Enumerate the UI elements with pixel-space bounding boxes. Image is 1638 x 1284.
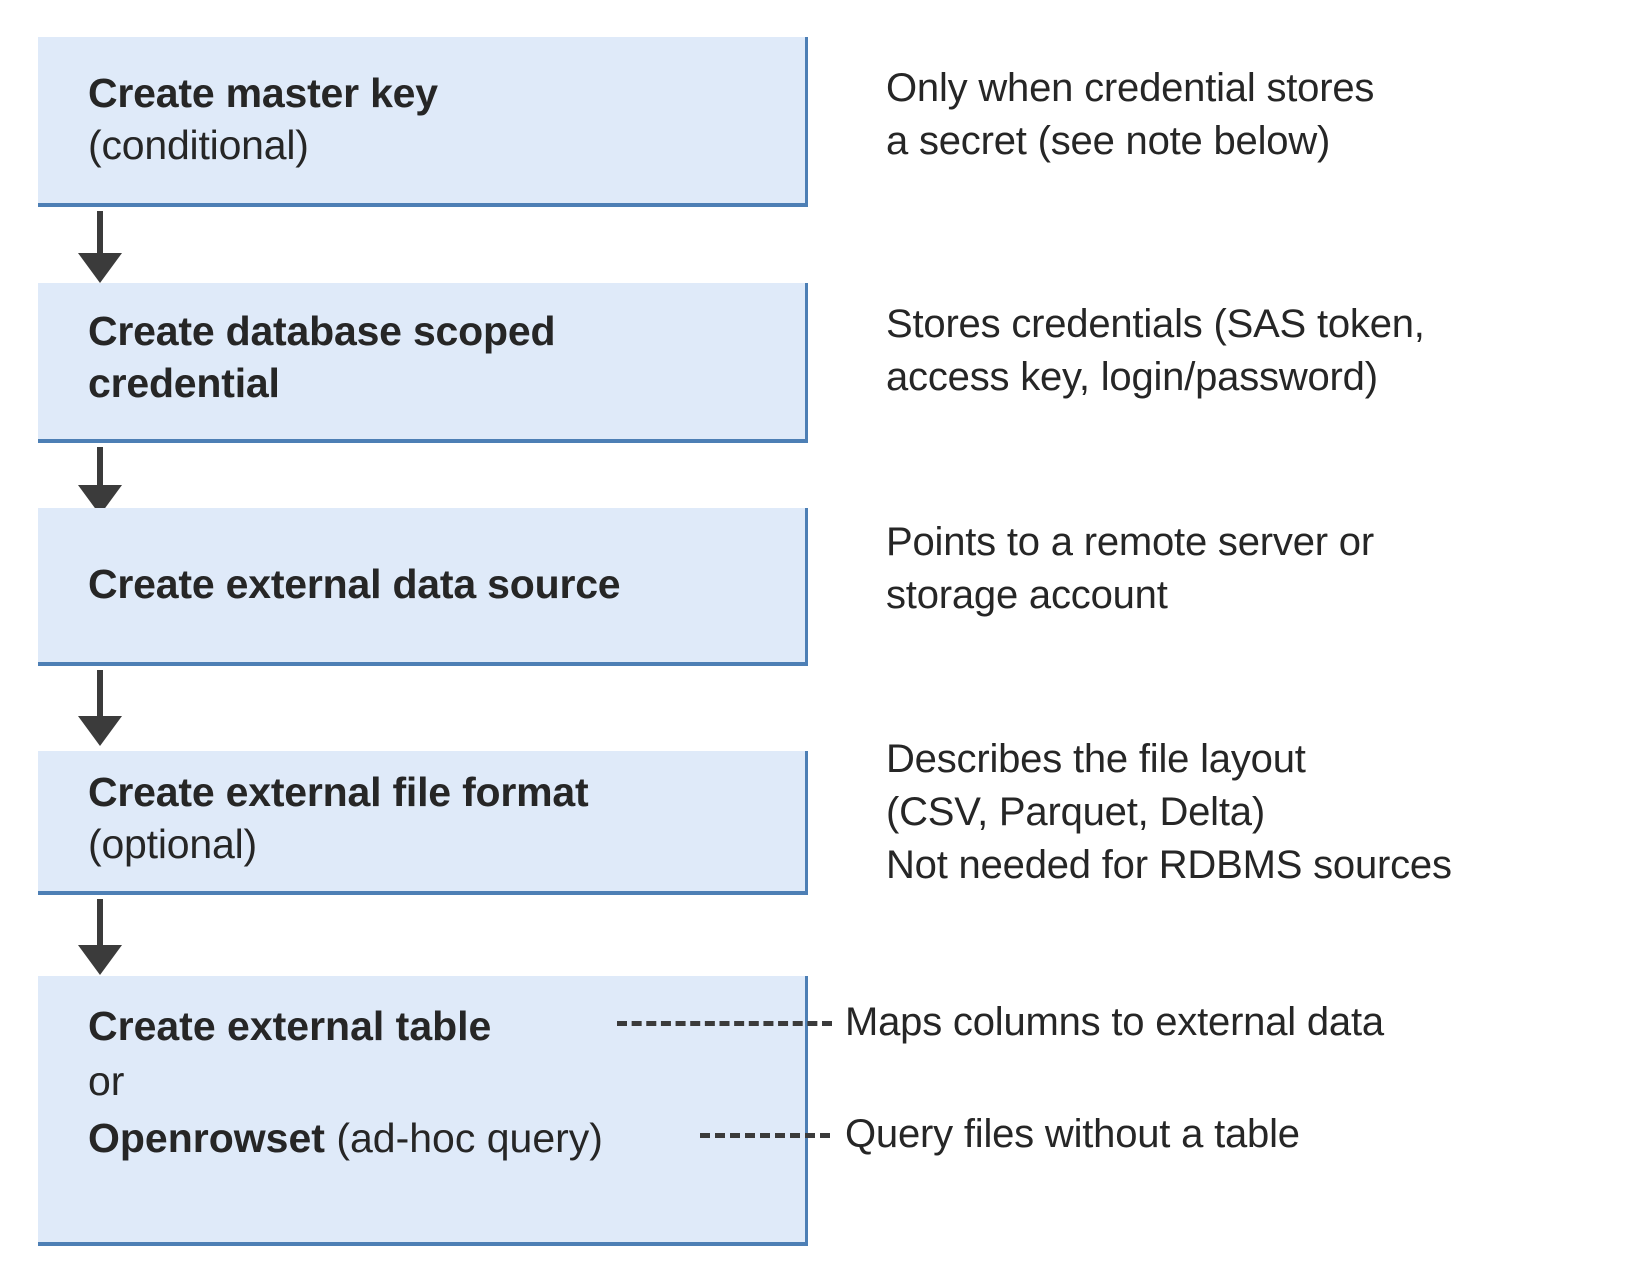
step-4-text: Create external file format (optional)	[88, 766, 795, 870]
step-4-subtitle: (optional)	[88, 821, 257, 867]
step-1-note: Only when credential stores a secret (se…	[886, 66, 1375, 163]
step-5-option-b-title: Openrowset (ad-hoc query)	[88, 1112, 603, 1164]
step-5-option-a-title: Create external table	[88, 1000, 491, 1052]
arrow-step3-to-step4	[78, 670, 122, 746]
step-box-create-external-file-format[interactable]: Create external file format (optional)	[38, 751, 808, 895]
step-5-note-external-table: Maps columns to external data	[845, 1000, 1384, 1044]
dashed-connector-external-table	[617, 1021, 832, 1026]
step-1-text: Create master key (conditional)	[88, 67, 795, 171]
step-2-title-line2: credential	[88, 360, 280, 406]
arrow-step1-to-step2	[78, 211, 122, 283]
step-4-note: Describes the file layout (CSV, Parquet,…	[886, 737, 1452, 887]
step-2-note: Stores credentials (SAS token, access ke…	[886, 302, 1425, 399]
step-3-title: Create external data source	[88, 561, 621, 607]
step-1-title: Create master key	[88, 70, 438, 116]
arrow-step2-to-step3	[78, 447, 122, 515]
step-5-separator-label: or	[88, 1058, 125, 1104]
step-5-option-a-label: Create external table	[88, 1003, 492, 1049]
step-5-option-b-label: Openrowset	[88, 1115, 325, 1161]
step-2-text: Create database scoped credential	[88, 305, 795, 409]
step-5-option-b-suffix: (ad-hoc query)	[324, 1115, 603, 1161]
step-box-create-database-scoped-credential[interactable]: Create database scoped credential	[38, 283, 808, 443]
dashed-connector-openrowset	[700, 1133, 830, 1138]
step-5-note-openrowset: Query files without a table	[845, 1112, 1300, 1156]
step-4-title: Create external file format	[88, 769, 589, 815]
step-box-create-master-key[interactable]: Create master key (conditional)	[38, 37, 808, 207]
step-2-title: Create database scoped	[88, 308, 556, 354]
step-1-subtitle: (conditional)	[88, 122, 309, 168]
step-box-create-external-data-source[interactable]: Create external data source	[38, 508, 808, 666]
step-3-text: Create external data source	[88, 558, 795, 610]
step-3-note: Points to a remote server or storage acc…	[886, 520, 1374, 617]
arrow-step4-to-step5	[78, 899, 122, 975]
step-5-separator: or	[88, 1055, 124, 1107]
